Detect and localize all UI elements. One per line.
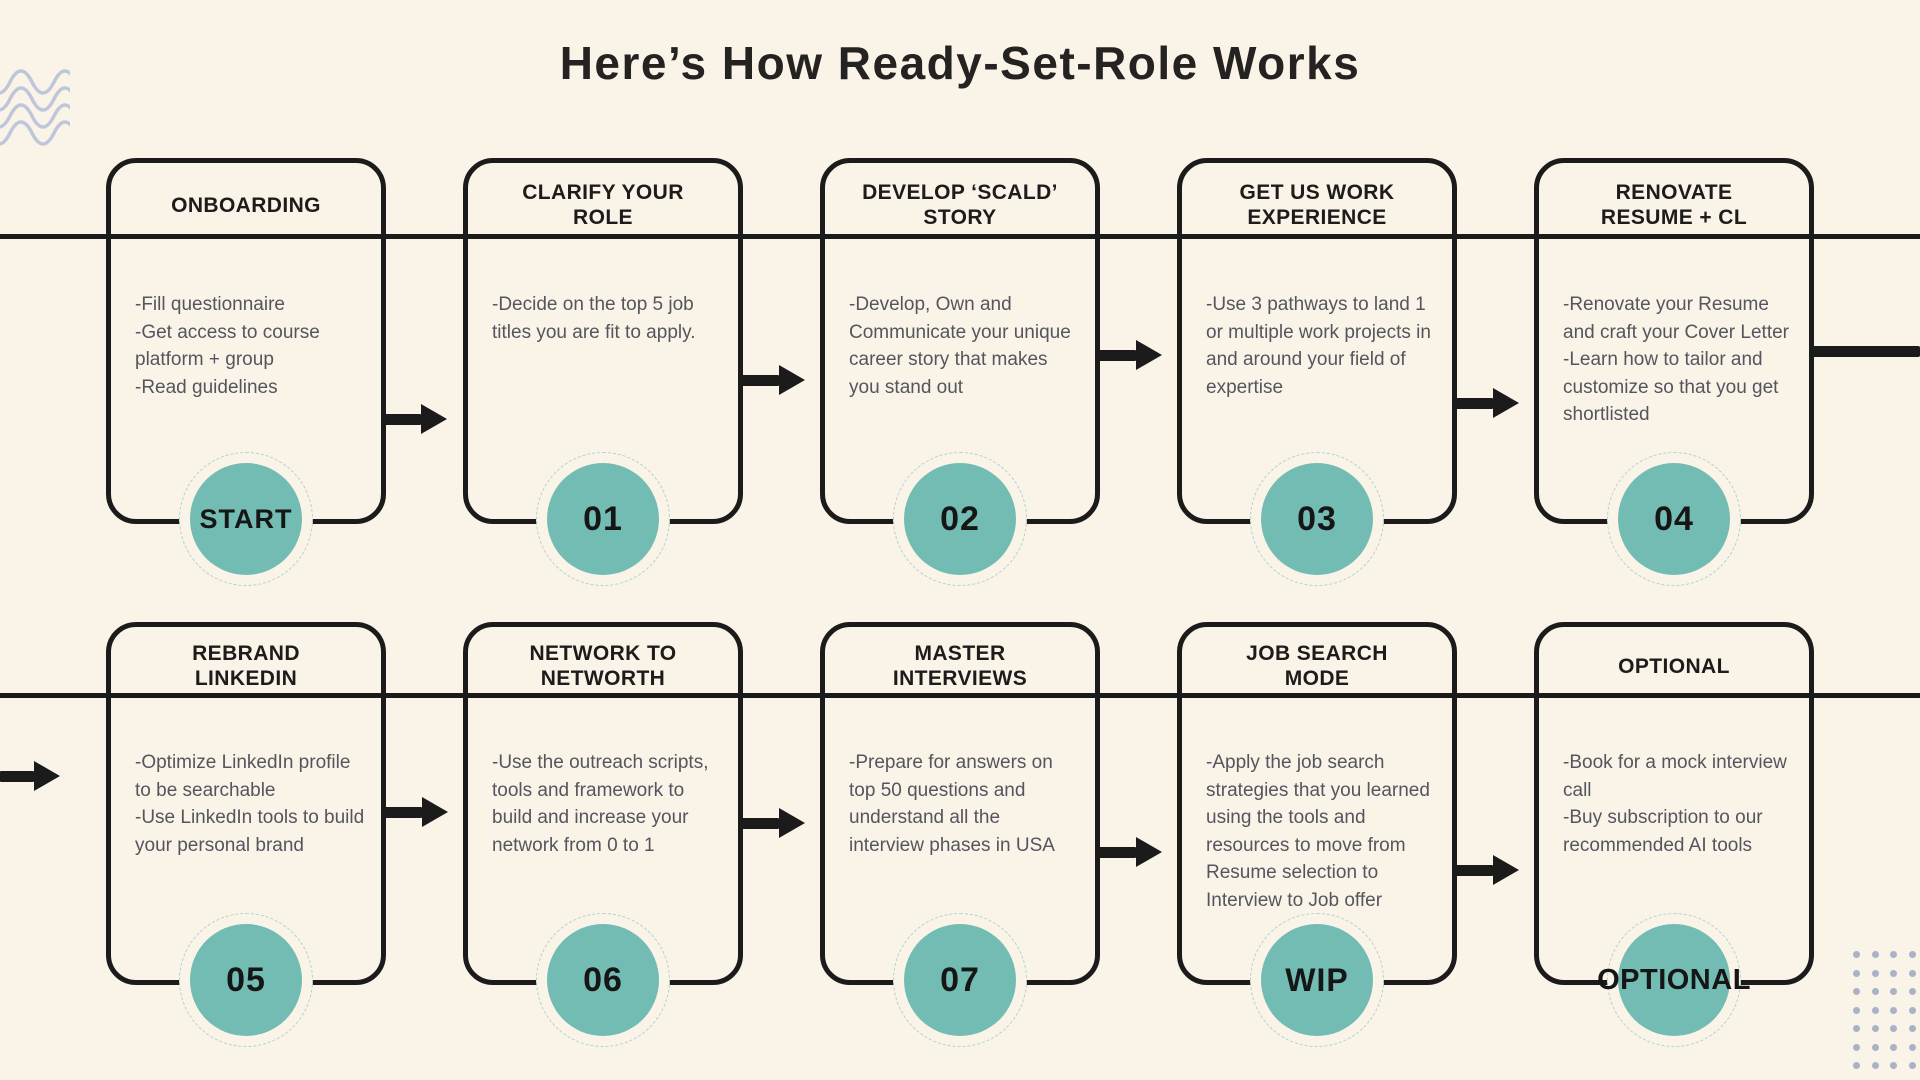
step-badge-ring: 01 <box>536 452 670 586</box>
step-card-9: JOB SEARCH MODE -Apply the job search st… <box>1177 622 1457 1047</box>
arrow-head-icon <box>1136 340 1162 370</box>
flow-arrow-7 <box>738 808 805 838</box>
step-badge: 04 <box>1618 463 1730 575</box>
arrow-head-icon <box>779 365 805 395</box>
step-card-title: GET US WORK EXPERIENCE <box>1239 181 1395 229</box>
step-badge-ring: 06 <box>536 913 670 1047</box>
step-badge-ring: 07 <box>893 913 1027 1047</box>
flow-arrow-4 <box>1452 388 1519 418</box>
flow-arrow-8 <box>1095 837 1162 867</box>
step-badge: 03 <box>1261 463 1373 575</box>
step-badge: 07 <box>904 924 1016 1036</box>
step-badge: 06 <box>547 924 659 1036</box>
step-card-title: DEVELOP ‘SCALD’ STORY <box>862 181 1058 229</box>
step-card-body: -Apply the job search strategies that yo… <box>1206 752 1430 911</box>
arrow-head-icon <box>1493 388 1519 418</box>
step-card-6: REBRAND LINKEDIN -Optimize LinkedIn prof… <box>106 622 386 1047</box>
arrow-shaft <box>381 413 421 425</box>
step-badge-ring: START <box>179 452 313 586</box>
row1-flow-line <box>0 234 1920 239</box>
step-card-4: GET US WORK EXPERIENCE -Use 3 pathways t… <box>1177 158 1457 586</box>
step-card-body: -Develop, Own and Communicate your uniqu… <box>849 294 1071 398</box>
arrow-head-icon <box>1493 855 1519 885</box>
step-card-body: -Book for a mock interview call -Buy sub… <box>1563 752 1787 856</box>
step-badge-ring: WIP <box>1250 913 1384 1047</box>
dot-grid-decoration <box>1853 951 1920 1080</box>
flow-arrow-5 <box>0 761 60 791</box>
flow-arrow-1 <box>381 404 447 434</box>
step-badge-ring: 02 <box>893 452 1027 586</box>
arrow-shaft <box>1452 864 1493 876</box>
page-title: Here’s How Ready-Set-Role Works <box>559 37 1361 89</box>
step-badge: WIP <box>1261 924 1373 1036</box>
arrow-shaft <box>381 806 422 818</box>
step-card-body: -Fill questionnaire -Get access to cours… <box>135 294 320 398</box>
arrow-shaft <box>738 817 779 829</box>
row1-exit-connector <box>1810 346 1920 357</box>
step-card-body: -Use the outreach scripts, tools and fra… <box>492 752 709 856</box>
step-card-title: MASTER INTERVIEWS <box>892 642 1028 690</box>
step-badge-ring: 05 <box>179 913 313 1047</box>
step-card-title: NETWORK TO NETWORTH <box>529 642 677 690</box>
step-card-1: ONBOARDING -Fill questionnaire -Get acce… <box>106 158 386 586</box>
step-badge: START <box>190 463 302 575</box>
arrow-head-icon <box>422 797 448 827</box>
arrow-shaft <box>1095 349 1136 361</box>
arrow-head-icon <box>1136 837 1162 867</box>
step-card-2: CLARIFY YOUR ROLE -Decide on the top 5 j… <box>463 158 743 586</box>
arrow-shaft <box>738 374 779 386</box>
step-card-body: -Prepare for answers on top 50 questions… <box>849 752 1055 856</box>
flow-arrow-9 <box>1452 855 1519 885</box>
step-card-3: DEVELOP ‘SCALD’ STORY -Develop, Own and … <box>820 158 1100 586</box>
row2-flow-line <box>0 693 1920 698</box>
arrow-shaft <box>0 770 34 782</box>
step-badge: OPTIONAL <box>1597 924 1750 1036</box>
step-card-title: JOB SEARCH MODE <box>1246 642 1388 690</box>
step-badge-ring: OPTIONAL <box>1597 913 1750 1047</box>
arrow-shaft <box>1095 846 1136 858</box>
arrow-head-icon <box>34 761 60 791</box>
step-badge-ring: 04 <box>1607 452 1741 586</box>
step-card-7: NETWORK TO NETWORTH -Use the outreach sc… <box>463 622 743 1047</box>
step-card-body: -Optimize LinkedIn profile to be searcha… <box>135 752 365 856</box>
step-card-title: CLARIFY YOUR ROLE <box>522 181 684 229</box>
step-badge-ring: 03 <box>1250 452 1384 586</box>
step-card-5: RENOVATE RESUME + CL -Renovate your Resu… <box>1534 158 1814 586</box>
step-card-title: ONBOARDING <box>171 193 321 217</box>
flow-arrow-6 <box>381 797 448 827</box>
arrow-shaft <box>1452 397 1493 409</box>
step-card-title: RENOVATE RESUME + CL <box>1600 181 1748 229</box>
step-badge: 05 <box>190 924 302 1036</box>
wave-lines-icon <box>0 69 70 146</box>
flow-arrow-3 <box>1095 340 1162 370</box>
step-card-body: -Decide on the top 5 job titles you are … <box>492 294 696 343</box>
step-card-title: OPTIONAL <box>1618 654 1730 678</box>
step-card-title: REBRAND LINKEDIN <box>192 642 300 690</box>
step-card-8: MASTER INTERVIEWS -Prepare for answers o… <box>820 622 1100 1047</box>
step-badge: 02 <box>904 463 1016 575</box>
step-card-10: OPTIONAL -Book for a mock interview call… <box>1534 622 1814 1047</box>
flow-arrow-2 <box>738 365 805 395</box>
step-badge: 01 <box>547 463 659 575</box>
step-card-body: -Renovate your Resume and craft your Cov… <box>1563 294 1789 425</box>
arrow-head-icon <box>779 808 805 838</box>
step-card-body: -Use 3 pathways to land 1 or multiple wo… <box>1206 294 1431 398</box>
arrow-head-icon <box>421 404 447 434</box>
